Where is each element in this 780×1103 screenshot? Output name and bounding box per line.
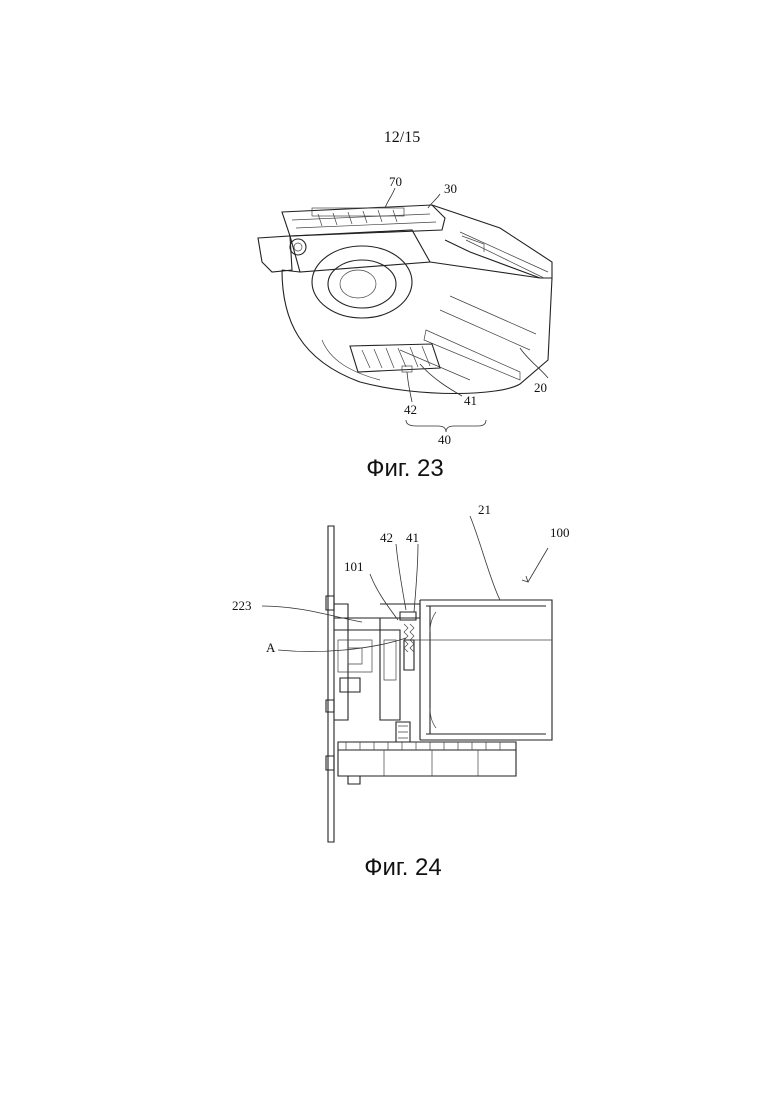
fig24-label-101: 101: [344, 559, 364, 574]
fig24-label-42: 42: [380, 530, 393, 545]
figure-24-caption: Фиг. 24: [303, 854, 503, 882]
fig24-label-21: 21: [478, 502, 491, 517]
fig23-side-ribs: [400, 296, 536, 380]
fig23-bottom-vent: [350, 344, 440, 372]
fig24-label-A: A: [266, 640, 276, 655]
fig24-label-223: 223: [232, 598, 252, 613]
fig23-label-20: 20: [534, 380, 547, 395]
fig23-label-41: 41: [464, 393, 477, 408]
fig23-label-40: 40: [438, 432, 451, 447]
fig24-label-41: 41: [406, 530, 419, 545]
fig23-label-30: 30: [444, 181, 457, 196]
fig24-label-100: 100: [550, 525, 570, 540]
fig23-label-42: 42: [404, 402, 417, 417]
fig23-housing: [258, 205, 552, 394]
figure-23-caption: Фиг. 23: [305, 455, 505, 483]
fig23-label-70: 70: [389, 174, 402, 189]
